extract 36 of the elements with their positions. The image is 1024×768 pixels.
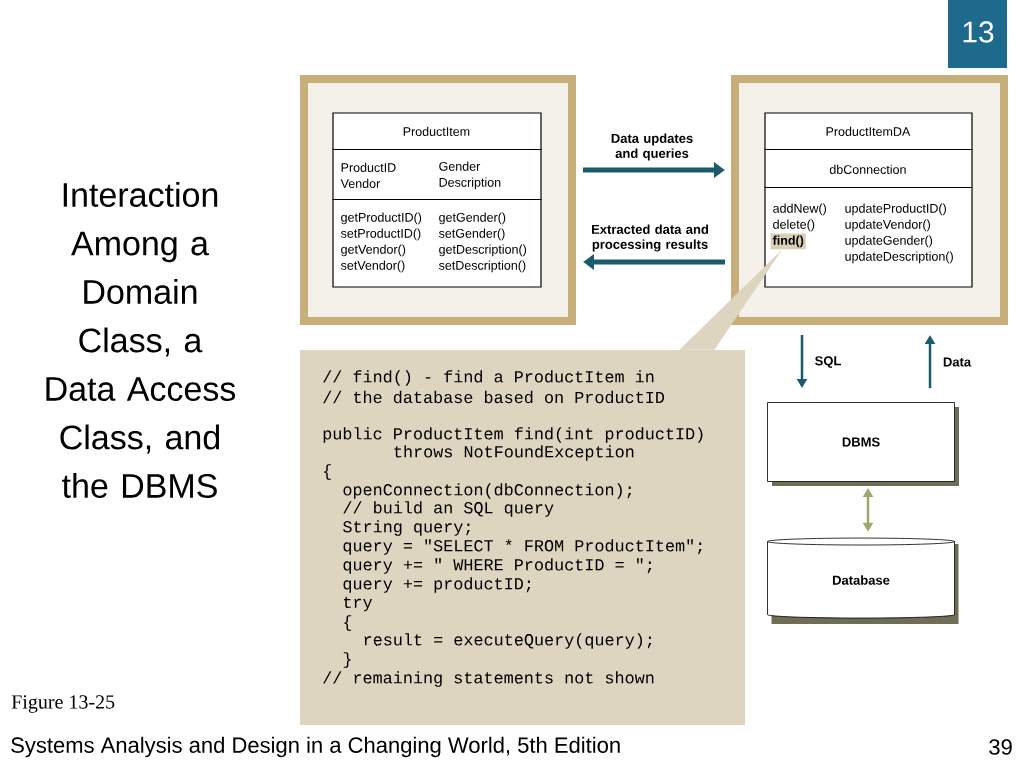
page-number: 39 [989,739,1012,755]
code-line: query += productID; [343,577,531,593]
code-line: // find() - find a ProductItem in [323,370,654,386]
code-line: query = "SELECT * FROM ProductItem"; [343,539,702,555]
code-line: } [343,652,351,668]
edge-label: SQL [813,355,843,369]
method-list: getProductID() setProductID() getVendor() setVendor() [340,212,422,273]
method-list: addNew() delete() [773,203,826,232]
dbms-box: DBMS [767,402,959,486]
code-line: try [343,596,373,612]
code-line: query += " WHERE ProductID = "; [343,558,652,574]
attribute-name: dbConnection [829,164,906,174]
method-list: getGender() setGender() getDescription() setDescription() [438,212,527,273]
method-list: updateProductID() updateVendor() updateGender() updateDescription() [845,203,953,264]
code-line: // build an SQL query [343,501,554,517]
slide-title: Interaction Among a Domain Class, a Data Access Class, and the DBMS [46,182,236,498]
code-line: String query; [343,520,470,536]
code-line: // remaining statements not shown [323,671,654,687]
code-line: throws NotFoundException [394,445,634,461]
code-line: { [344,615,352,631]
code-line: // the database based on ProductID [323,390,665,404]
attribute-list: ProductID Vendor [340,162,396,188]
edge-label: Data updates and queries [601,132,703,162]
class-name: ProductItemDA [826,126,911,136]
code-line: public ProductItem find(int productID) [323,427,703,443]
chapter-badge: 13 [948,0,1007,68]
code-line: openConnection(dbConnection); [343,483,632,499]
code-line: { [324,464,331,480]
class-name: ProductItem [403,126,470,136]
callout-pointer [679,249,783,350]
footer-text: Systems Analysis and Design in a Changing World, 5th Edition [11,736,620,758]
edge-label: Data [941,356,973,368]
edge-label: Extracted data and processing results [581,223,719,253]
attribute-list: Gender Description [439,161,501,190]
code-line: result = executeQuery(query); [364,633,652,649]
figure-label: Figure 13-25 [11,695,115,713]
